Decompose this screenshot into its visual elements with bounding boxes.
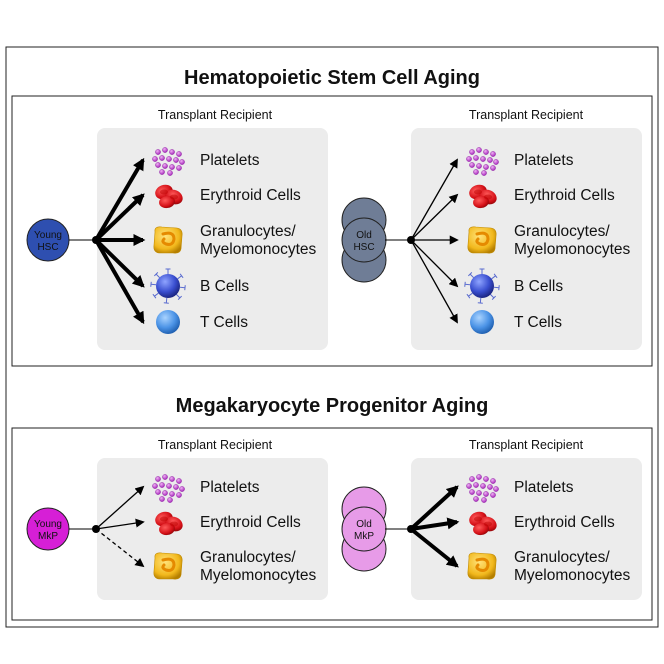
lineage-label: Erythroid Cells [200,187,301,204]
arrow-thick [409,485,459,531]
lineage-label-line1: Granulocytes/ [514,223,610,240]
arrow-thick [410,517,460,531]
lineage-label: T Cells [200,314,248,331]
section-title: Megakaryocyte Progenitor Aging [176,395,489,417]
lineage-label-line2: Myelomonocytes [514,241,631,258]
lineage-label: B Cells [514,278,563,295]
lineage-0: Platelets [94,147,260,242]
lineage-label: Erythroid Cells [200,514,301,531]
granulocyte-icon [153,226,183,254]
lineage-label: Erythroid Cells [514,514,615,531]
erythroid-cells-icon [469,511,497,536]
lineage-label-line2: Myelomonocytes [200,241,317,258]
section-1: Megakaryocyte Progenitor AgingTransplant… [11,395,653,621]
arrow-thin [410,239,459,288]
lineage-label: Platelets [514,152,574,169]
source-label-line1: Young [34,519,62,530]
b-cell-icon [150,268,186,304]
lineage-2: Granulocytes/Myelomonocytes [95,528,317,584]
erythroid-cells-icon [155,511,183,536]
recipient-panel [97,128,328,350]
lineage-1: Erythroid Cells [94,184,301,242]
arrow-dashed [95,528,145,568]
arrow-thin [410,239,458,324]
arrow-thin [95,518,145,530]
source-label-line1: Young [34,230,62,241]
lineage-label: B Cells [200,278,249,295]
lineage-1: Erythroid Cells [410,184,615,241]
source-label-line2: MkP [38,531,58,542]
lineage-2: Granulocytes/Myelomonocytes [96,223,317,258]
arrow-thick [94,238,145,288]
lineage-label: Platelets [200,152,260,169]
lineage-1: Erythroid Cells [410,511,615,536]
lineage-label: T Cells [514,314,562,331]
lineage-2: Granulocytes/Myelomonocytes [409,527,631,584]
recipient-panel [411,128,642,350]
platelets-icon [466,474,499,503]
lineage-0: Platelets [410,147,574,241]
transplant-recipient-label: Transplant Recipient [158,108,273,122]
lineage-label-line1: Granulocytes/ [200,549,296,566]
source-label-line1: Old [356,519,372,530]
granulocyte-icon [467,226,497,254]
lineage-0: Platelets [409,474,574,531]
arrow-thick [94,157,145,242]
source-label-line2: HSC [37,242,58,253]
lineage-label-line1: Granulocytes/ [200,223,296,240]
t-cell-icon [470,310,494,334]
lineage-4: T Cells [94,239,248,334]
arrow-thick [94,239,145,325]
lineage-label: Platelets [514,479,574,496]
erythroid-cells-icon [155,184,183,209]
section-title: Hematopoietic Stem Cell Aging [184,67,480,89]
t-cell-icon [156,310,180,334]
lineage-label: Platelets [200,479,260,496]
lineage-3: B Cells [410,239,563,304]
lineage-1: Erythroid Cells [95,511,301,536]
arrow-thin [410,193,459,241]
lineage-label-line1: Granulocytes/ [514,549,610,566]
granulocyte-icon [467,552,497,580]
b-cell-icon [464,268,500,304]
arrow-thin [410,158,458,241]
erythroid-cells-icon [469,184,497,209]
transplant-recipient-label: Transplant Recipient [469,438,584,452]
transplant-recipient-label: Transplant Recipient [469,108,584,122]
lineage-label: Erythroid Cells [514,187,615,204]
section-0: Hematopoietic Stem Cell AgingTransplant … [11,67,653,367]
figure-content: Hematopoietic Stem Cell AgingTransplant … [11,67,653,621]
source-label-line2: MkP [354,531,374,542]
lineage-label-line2: Myelomonocytes [200,567,317,584]
source-label-line2: HSC [353,242,374,253]
platelets-icon [152,474,185,503]
platelets-icon [152,147,185,176]
lineage-label-line2: Myelomonocytes [514,567,631,584]
lineage-4: T Cells [410,239,562,334]
arrow-thin [95,485,145,530]
arrow-thick [94,193,145,242]
lineage-0: Platelets [95,474,260,530]
granulocyte-icon [153,552,183,580]
source-label-line1: Old [356,230,372,241]
lineage-2: Granulocytes/Myelomonocytes [411,223,631,258]
arrow-thick [409,527,459,568]
transplant-recipient-label: Transplant Recipient [158,438,273,452]
lineage-3: B Cells [94,238,249,304]
platelets-icon [466,147,499,176]
